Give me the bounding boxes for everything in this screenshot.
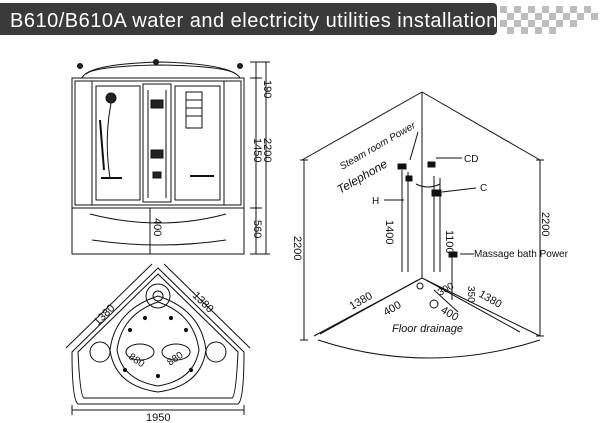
dim-base-560: 560 <box>251 220 263 238</box>
dim-left-side-1380: 1380 <box>92 302 118 328</box>
corner-view <box>300 91 544 359</box>
dim-top-190: 190 <box>261 80 273 98</box>
dim-seat-left-880: 880 <box>126 351 146 370</box>
dim-drain-left-400: 400 <box>382 299 404 319</box>
label-c: C <box>480 183 487 194</box>
dim-c-height-1100: 1100 <box>443 230 455 254</box>
dim-seat-right-880: 880 <box>165 350 185 369</box>
top-view <box>65 263 251 415</box>
dim-width-1950: 1950 <box>146 412 170 423</box>
label-cd: CD <box>464 154 478 165</box>
label-massage-power: Massage bath Power <box>474 249 569 260</box>
dim-h-height-1400: 1400 <box>383 220 395 244</box>
checker-pattern <box>500 6 598 34</box>
dim-seat-400: 400 <box>151 218 163 236</box>
dim-right-base-1380: 1380 <box>477 288 504 311</box>
label-floor-drainage: Floor drainage <box>392 323 463 335</box>
header: B610/B610A water and electricity utiliti… <box>0 0 600 38</box>
dim-left-base-1380: 1380 <box>348 290 375 313</box>
installation-drawing: 190 1450 2200 560 400 1380 1380 1950 880… <box>65 59 569 423</box>
front-view <box>71 59 270 255</box>
page-title: B610/B610A water and electricity utiliti… <box>10 10 498 32</box>
dim-drain-right-400: 400 <box>439 304 461 324</box>
dim-small-350: 350 <box>465 286 476 303</box>
dim-body-1450: 1450 <box>251 138 263 162</box>
dim-small-300: 300 <box>436 281 456 299</box>
title-bar: B610/B610A water and electricity utiliti… <box>0 3 497 35</box>
dim-left-height-2200: 2200 <box>291 236 303 260</box>
dim-total-2200: 2200 <box>261 138 273 162</box>
dim-right-height-2200: 2200 <box>539 212 551 236</box>
label-h: H <box>372 196 379 207</box>
